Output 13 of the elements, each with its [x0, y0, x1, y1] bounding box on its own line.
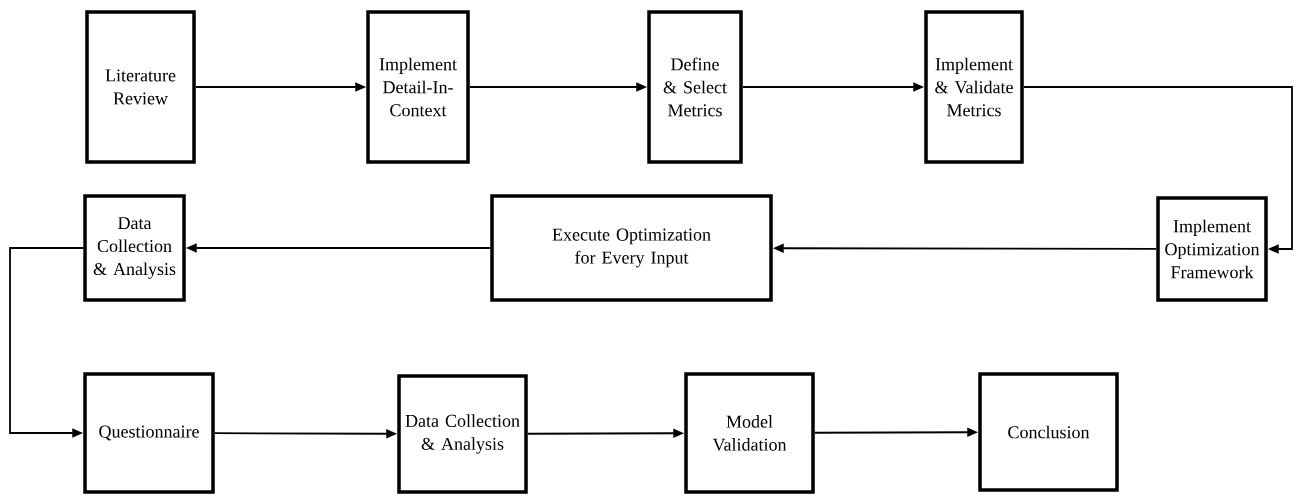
process-box: Implement Optimization Framework — [1156, 196, 1268, 302]
arrow — [1022, 86, 1293, 254]
process-box: Implement & Validate Metrics — [924, 10, 1024, 164]
process-box: Model Validation — [684, 372, 815, 494]
process-box: Literature Review — [85, 10, 196, 164]
process-box: Execute Optimization for Every Input — [490, 194, 773, 302]
process-box: Define & Select Metrics — [647, 10, 743, 164]
process-box: Implement Detail-In-Context — [366, 10, 470, 164]
arrow — [9, 247, 85, 438]
process-box: Questionnaire — [83, 372, 215, 494]
process-box: Data Collection & Analysis — [83, 194, 186, 302]
process-box: Conclusion — [978, 372, 1119, 492]
process-box: Data Collection & Analysis — [397, 374, 528, 494]
